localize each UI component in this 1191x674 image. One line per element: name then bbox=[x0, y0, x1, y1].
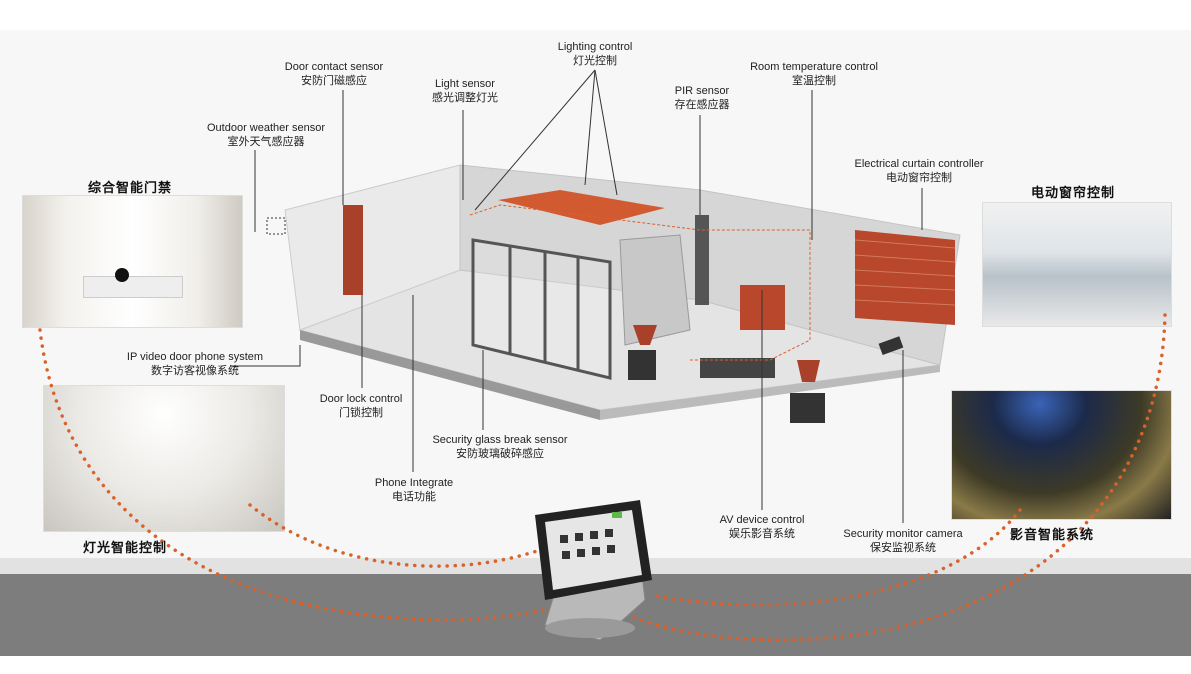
label-lighting-control: Lighting control 灯光控制 bbox=[558, 40, 633, 68]
top-margin bbox=[0, 0, 1191, 30]
lamp-right bbox=[797, 360, 820, 382]
wiring bbox=[469, 204, 811, 361]
label-zh: 电动窗帘控制 bbox=[886, 172, 952, 184]
curve-lighting-to-tablet bbox=[248, 503, 542, 568]
photo-curtain-room bbox=[982, 202, 1172, 327]
connection-curves bbox=[38, 313, 1167, 642]
side-table-right bbox=[790, 393, 825, 423]
label-en: Light sensor bbox=[435, 78, 495, 90]
label-en: Room temperature control bbox=[750, 61, 878, 73]
house-floor-edge-right bbox=[600, 365, 940, 420]
label-en: Lighting control bbox=[557, 41, 633, 53]
photo-av-theater bbox=[951, 390, 1172, 520]
stairs bbox=[619, 234, 691, 346]
ceiling-light-panel bbox=[498, 190, 665, 225]
label-zh: 电话功能 bbox=[391, 491, 436, 503]
heading-access-control: 综合智能门禁 bbox=[87, 180, 173, 195]
lamp-left bbox=[633, 325, 657, 345]
label-zh: 室外天气感应器 bbox=[227, 136, 305, 148]
house-floor-edge bbox=[300, 330, 600, 420]
label-room-temperature: Room temperature control 室温控制 bbox=[750, 60, 878, 88]
label-zh: 室温控制 bbox=[792, 75, 836, 87]
label-en: Security glass break sensor bbox=[432, 434, 568, 446]
label-phone-integrate: Phone Integrate 电话功能 bbox=[375, 476, 453, 504]
label-curtain-controller: Electrical curtain controller 电动窗帘控制 bbox=[855, 157, 984, 185]
label-zh: 安防门磁感应 bbox=[301, 75, 367, 87]
label-en: Outdoor weather sensor bbox=[206, 122, 326, 134]
photo-access-lobby bbox=[22, 195, 243, 328]
label-pir-sensor: PIR sensor 存在感应器 bbox=[675, 84, 730, 112]
label-zh: 存在感应器 bbox=[674, 99, 730, 111]
leader-lines bbox=[230, 69, 923, 523]
label-light-sensor: Light sensor 感光调整灯光 bbox=[432, 77, 498, 105]
heading-curtain-control: 电动窗帘控制 bbox=[1030, 185, 1116, 200]
heading-av-system: 影音智能系统 bbox=[1009, 527, 1095, 542]
label-en: Door contact sensor bbox=[284, 61, 384, 73]
label-en: Security monitor camera bbox=[843, 528, 963, 540]
label-en: Electrical curtain controller bbox=[854, 158, 984, 170]
tablet-icons bbox=[560, 529, 615, 559]
label-glass-break: Security glass break sensor 安防玻璃破碎感应 bbox=[432, 433, 567, 461]
glass-partition bbox=[471, 238, 612, 380]
label-door-contact-sensor: Door contact sensor 安防门磁感应 bbox=[285, 60, 383, 88]
label-zh: 安防玻璃破碎感应 bbox=[456, 448, 544, 460]
label-zh: 保安监视系统 bbox=[870, 542, 936, 554]
coffee-table bbox=[700, 358, 775, 378]
label-door-lock: Door lock control 门锁控制 bbox=[320, 392, 403, 420]
label-zh: 娱乐影音系统 bbox=[728, 528, 795, 540]
logo-circle bbox=[115, 268, 129, 282]
camera bbox=[878, 336, 904, 356]
label-en: IP video door phone system bbox=[126, 351, 264, 363]
label-zh: 数字访客视像系统 bbox=[150, 365, 239, 377]
label-security-camera: Security monitor camera 保安监视系统 bbox=[843, 527, 962, 555]
label-ip-video-door-phone: IP video door phone system 数字访客视像系统 bbox=[127, 350, 263, 378]
curve-av-to-tablet bbox=[648, 508, 1022, 607]
curve-curtain-to-tablet bbox=[608, 313, 1167, 642]
reception-desk bbox=[83, 276, 183, 298]
door bbox=[343, 205, 363, 295]
heading-lighting-control: 灯光智能控制 bbox=[82, 540, 168, 555]
label-en: PIR sensor bbox=[674, 85, 730, 97]
label-zh: 灯光控制 bbox=[572, 55, 617, 67]
label-av-device: AV device control 娱乐影音系统 bbox=[720, 513, 805, 541]
label-outdoor-weather: Outdoor weather sensor 室外天气感应器 bbox=[207, 121, 325, 149]
bottom-margin bbox=[0, 656, 1191, 674]
label-zh: 门锁控制 bbox=[338, 407, 383, 419]
label-en: Phone Integrate bbox=[374, 477, 454, 489]
pir-sensor bbox=[695, 215, 709, 305]
label-en: Door lock control bbox=[319, 393, 403, 405]
label-en: AV device control bbox=[719, 514, 805, 526]
label-zh: 感光调整灯光 bbox=[432, 92, 498, 104]
side-table-left bbox=[628, 350, 656, 380]
